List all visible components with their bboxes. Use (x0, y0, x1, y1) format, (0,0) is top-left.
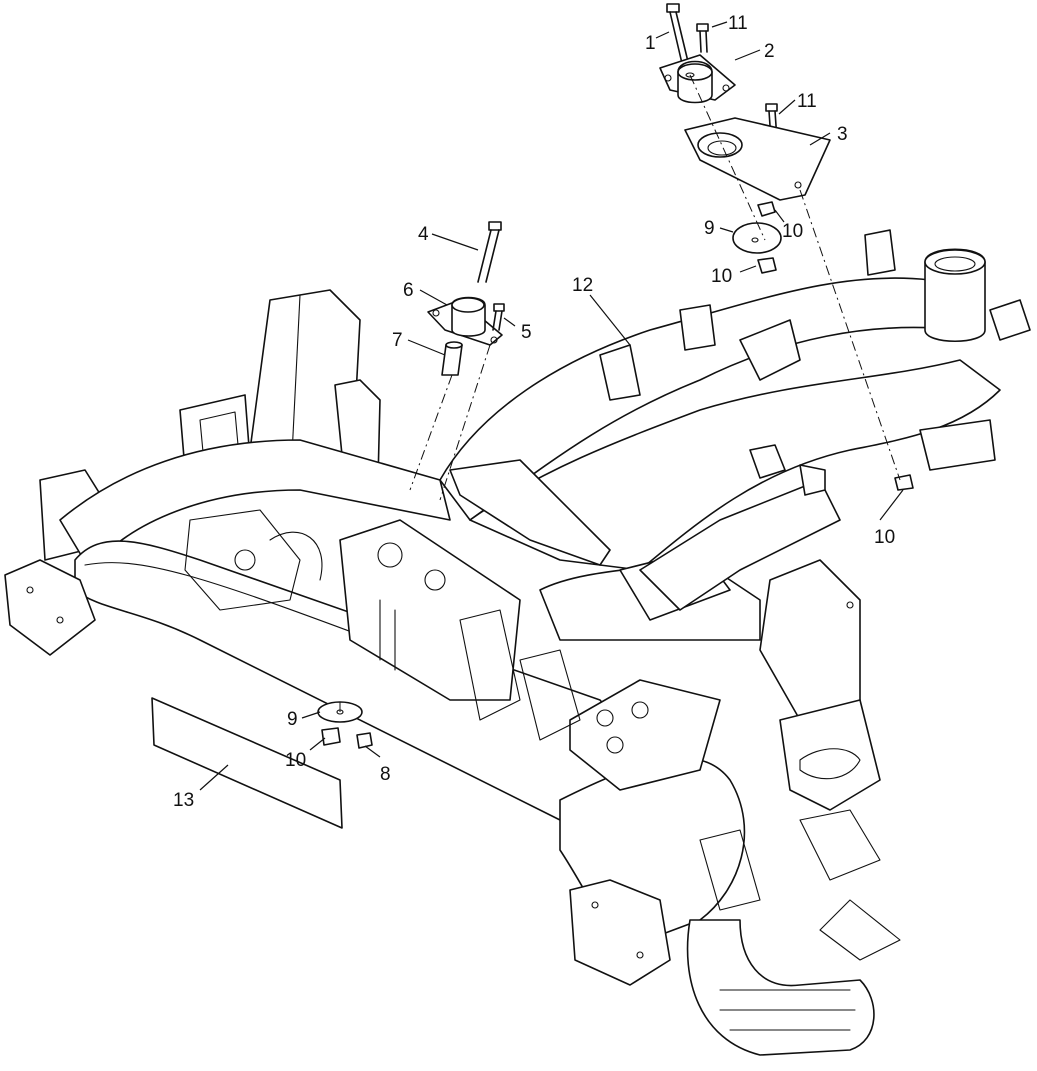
bolt-4 (477, 221, 502, 283)
callout-10-middle: 10 (711, 266, 732, 287)
callout-7: 7 (392, 330, 403, 351)
spacer-7 (441, 341, 463, 376)
callout-9-upper: 9 (704, 218, 715, 239)
nut-10-lower-left (321, 727, 341, 746)
mount-6 (427, 296, 503, 346)
callout-11-right: 11 (797, 91, 817, 112)
assembly-lines (339, 74, 901, 712)
callout-4: 4 (418, 224, 429, 245)
callout-10-lower: 10 (285, 750, 306, 771)
bolt-11-top (696, 23, 709, 53)
callout-9-lower: 9 (287, 709, 298, 730)
bracket-3 (684, 117, 831, 201)
nut-10-lower (757, 257, 777, 274)
callout-5: 5 (521, 322, 532, 343)
callout-8: 8 (380, 764, 391, 785)
callout-10-right: 10 (874, 527, 895, 548)
decal-13 (151, 697, 343, 829)
bolt-5 (492, 303, 505, 331)
callout-13: 13 (173, 790, 194, 811)
mount-2 (659, 54, 736, 104)
washer-9-upper (732, 222, 782, 254)
main-frame (4, 229, 1031, 1056)
callouts: 1 11 2 11 3 9 10 10 4 6 5 7 12 10 9 10 8… (173, 13, 895, 811)
nut-10-upper (757, 201, 776, 217)
callout-10-upper: 10 (782, 221, 803, 242)
nut-8 (356, 732, 373, 749)
callout-2: 2 (764, 41, 775, 62)
callout-1: 1 (645, 33, 656, 54)
callout-12: 12 (572, 275, 593, 296)
callout-11-top: 11 (728, 13, 748, 34)
nut-10-right (894, 474, 914, 491)
leader-lines (199, 21, 904, 791)
callout-6: 6 (403, 280, 414, 301)
callout-3: 3 (837, 124, 848, 145)
